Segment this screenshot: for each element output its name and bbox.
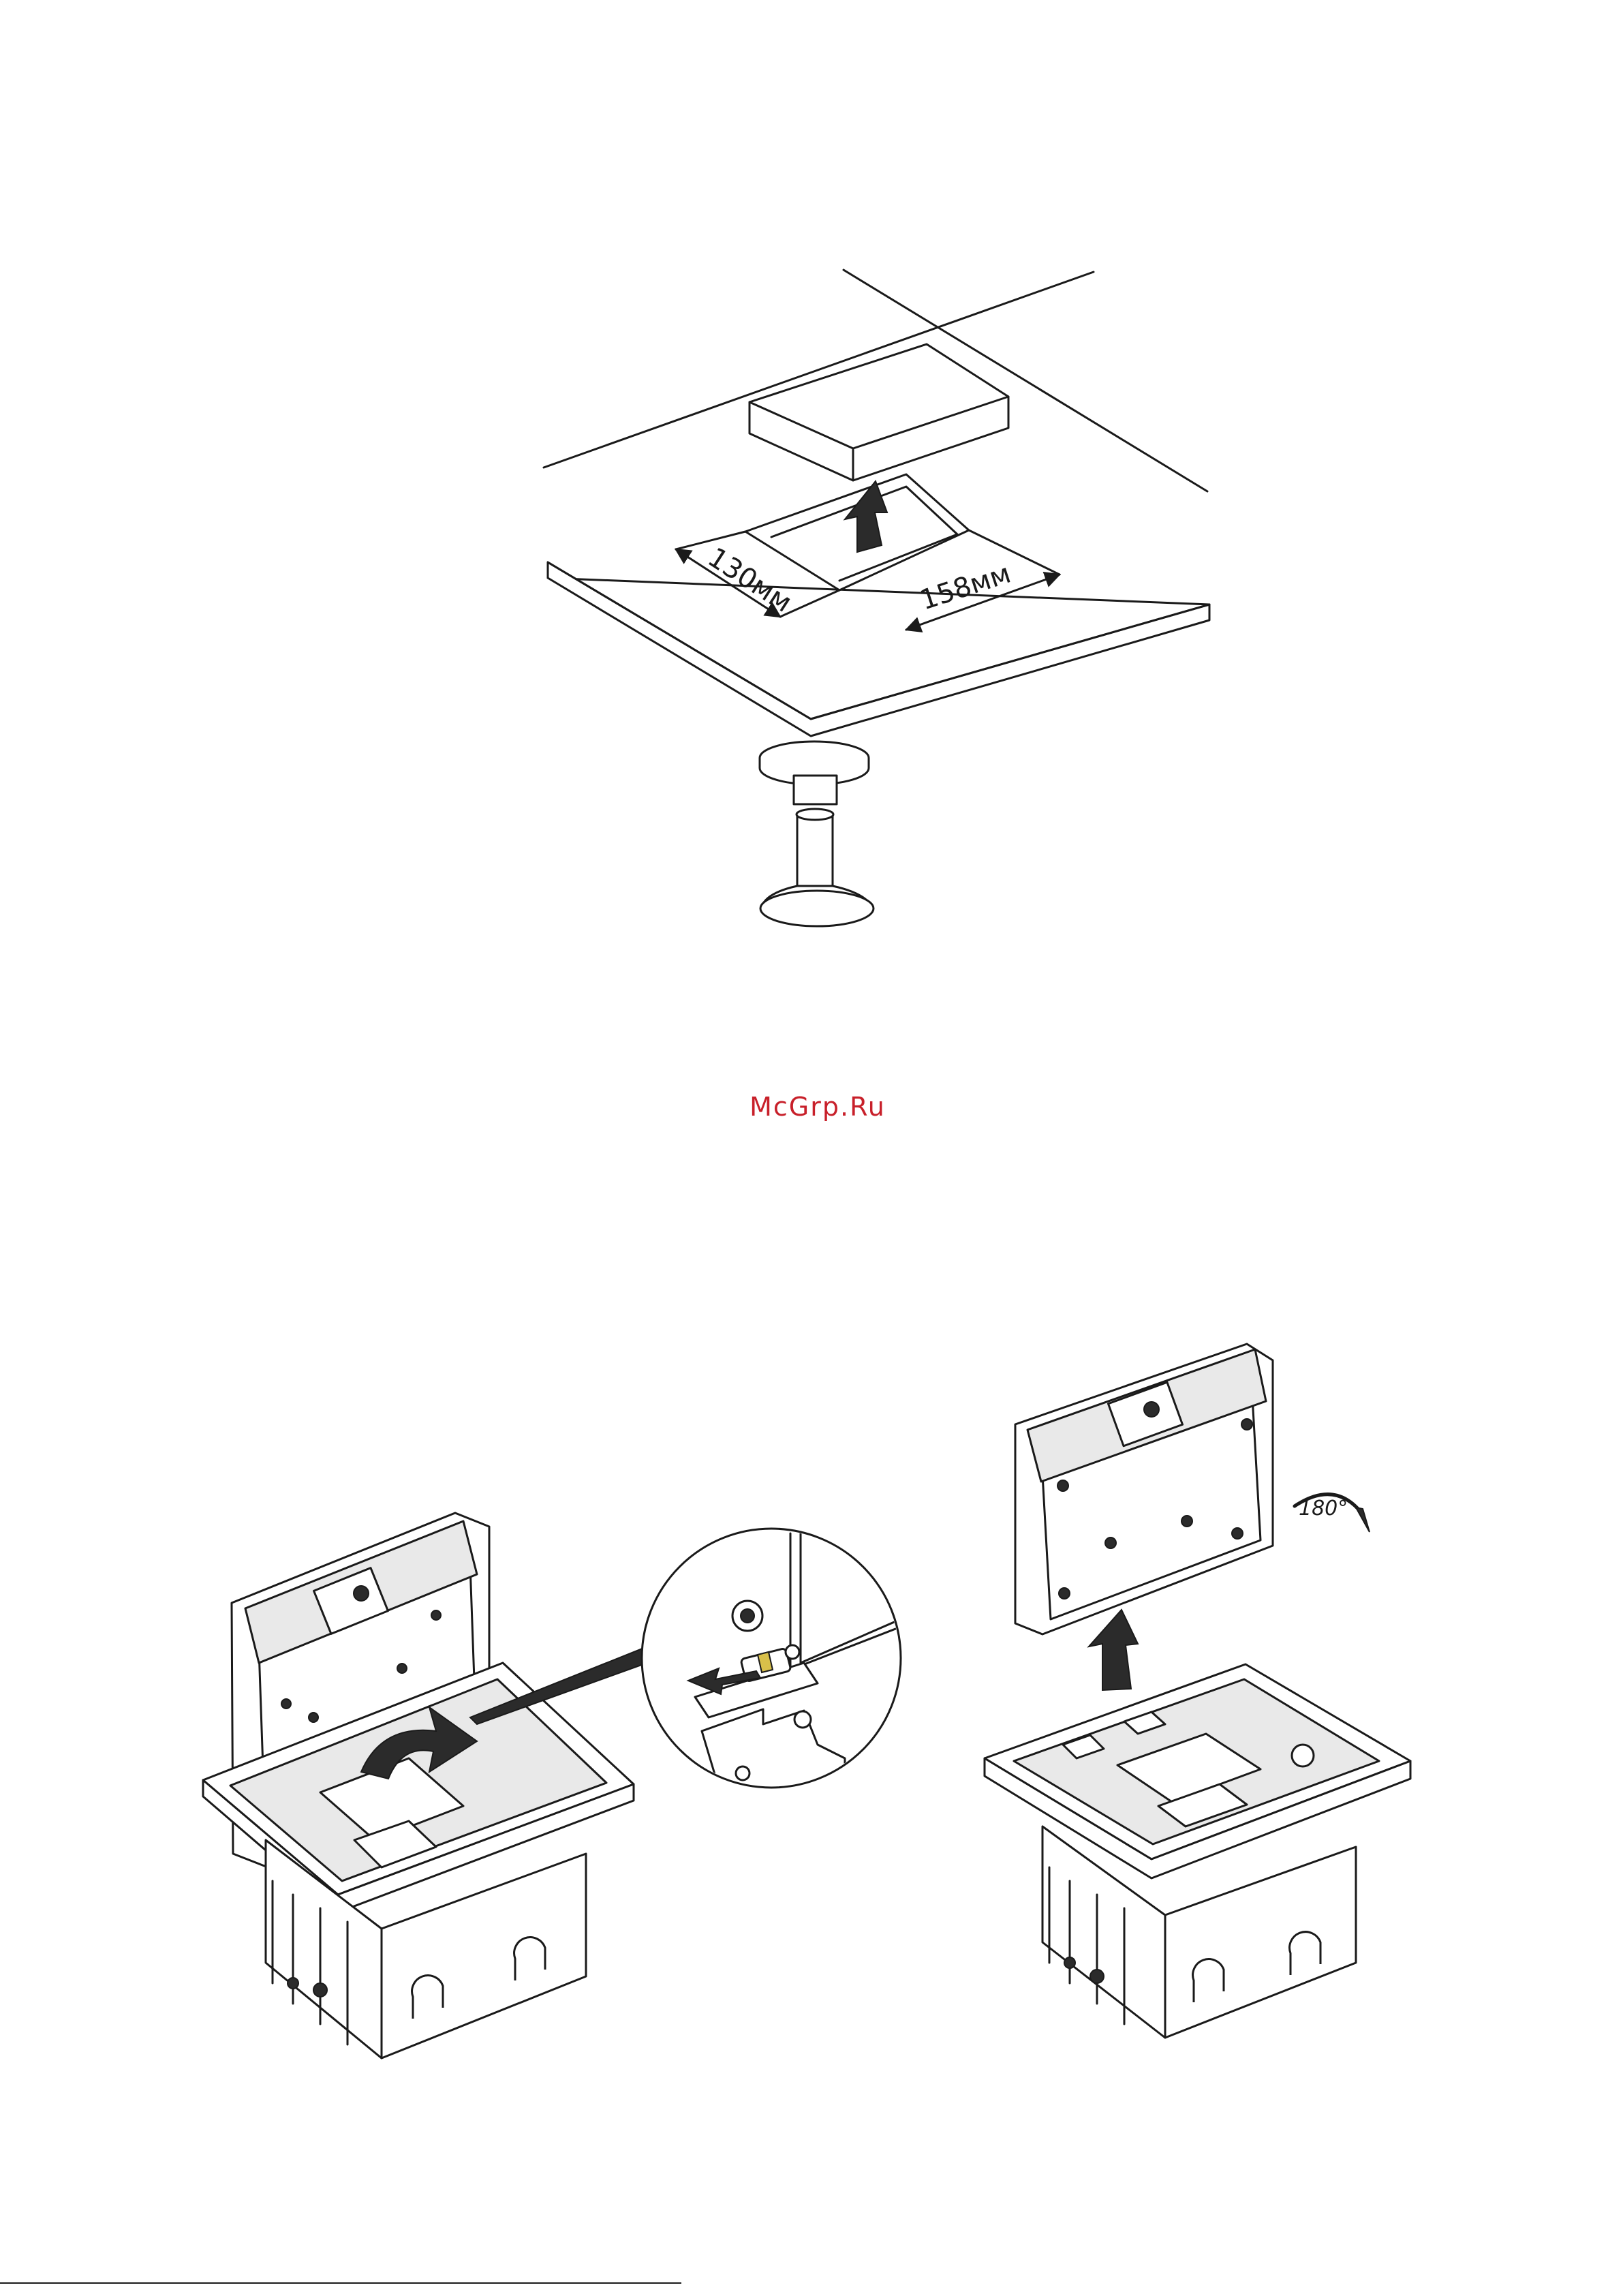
- floor-box-open-lid: [203, 1513, 634, 2058]
- removed-tile: [749, 344, 1008, 480]
- floor-panel-thickness: [548, 562, 1209, 736]
- watermark: McGrp.Ru: [702, 1092, 933, 1122]
- dimension-ext-3: [676, 532, 745, 549]
- rotation-label: 180°: [1299, 1497, 1348, 1520]
- detail-hinge-spring: [642, 1529, 913, 1799]
- floor-front-edge: [548, 578, 1209, 604]
- floor-box-lid-removed: 180°: [985, 1344, 1410, 2038]
- floor-pedestal: [760, 741, 874, 926]
- remove-lid-arrow: [1089, 1610, 1138, 1690]
- raised-floor-figure: 130мм 158мм: [544, 270, 1209, 926]
